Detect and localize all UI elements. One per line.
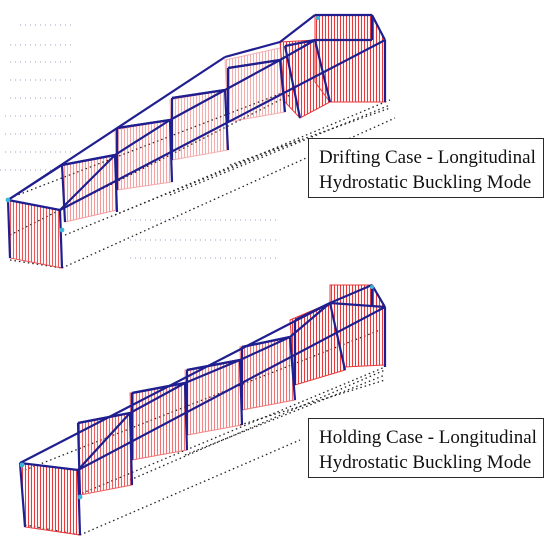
drifting-buckling-structure (0, 13, 396, 269)
node-markers (5, 16, 320, 233)
frame-members (6, 13, 387, 269)
frame-members (18, 283, 387, 536)
holding-caption-box: Holding Case - Longitudinal Hydrostatic … (308, 418, 544, 478)
holding-buckling-structure (18, 283, 387, 536)
drifting-panel: Drifting Case - Longitudinal Hydrostatic… (0, 13, 544, 269)
node-markers (19, 285, 374, 500)
buckled-regions (7, 14, 386, 269)
drifting-caption-line-2: Hydrostatic Buckling Mode (319, 172, 532, 193)
ghost-mesh-left (0, 24, 280, 259)
buckled-regions (19, 284, 386, 536)
dotted-hidden-edges (9, 89, 396, 269)
drifting-caption-box: Drifting Case - Longitudinal Hydrostatic… (308, 138, 544, 198)
drifting-caption-line-1: Drifting Case - Longitudinal (319, 147, 536, 168)
holding-caption-line-2: Hydrostatic Buckling Mode (319, 452, 532, 473)
holding-panel: Holding Case - Longitudinal Hydrostatic … (0, 275, 550, 550)
holding-caption-line-1: Holding Case - Longitudinal (319, 427, 537, 448)
